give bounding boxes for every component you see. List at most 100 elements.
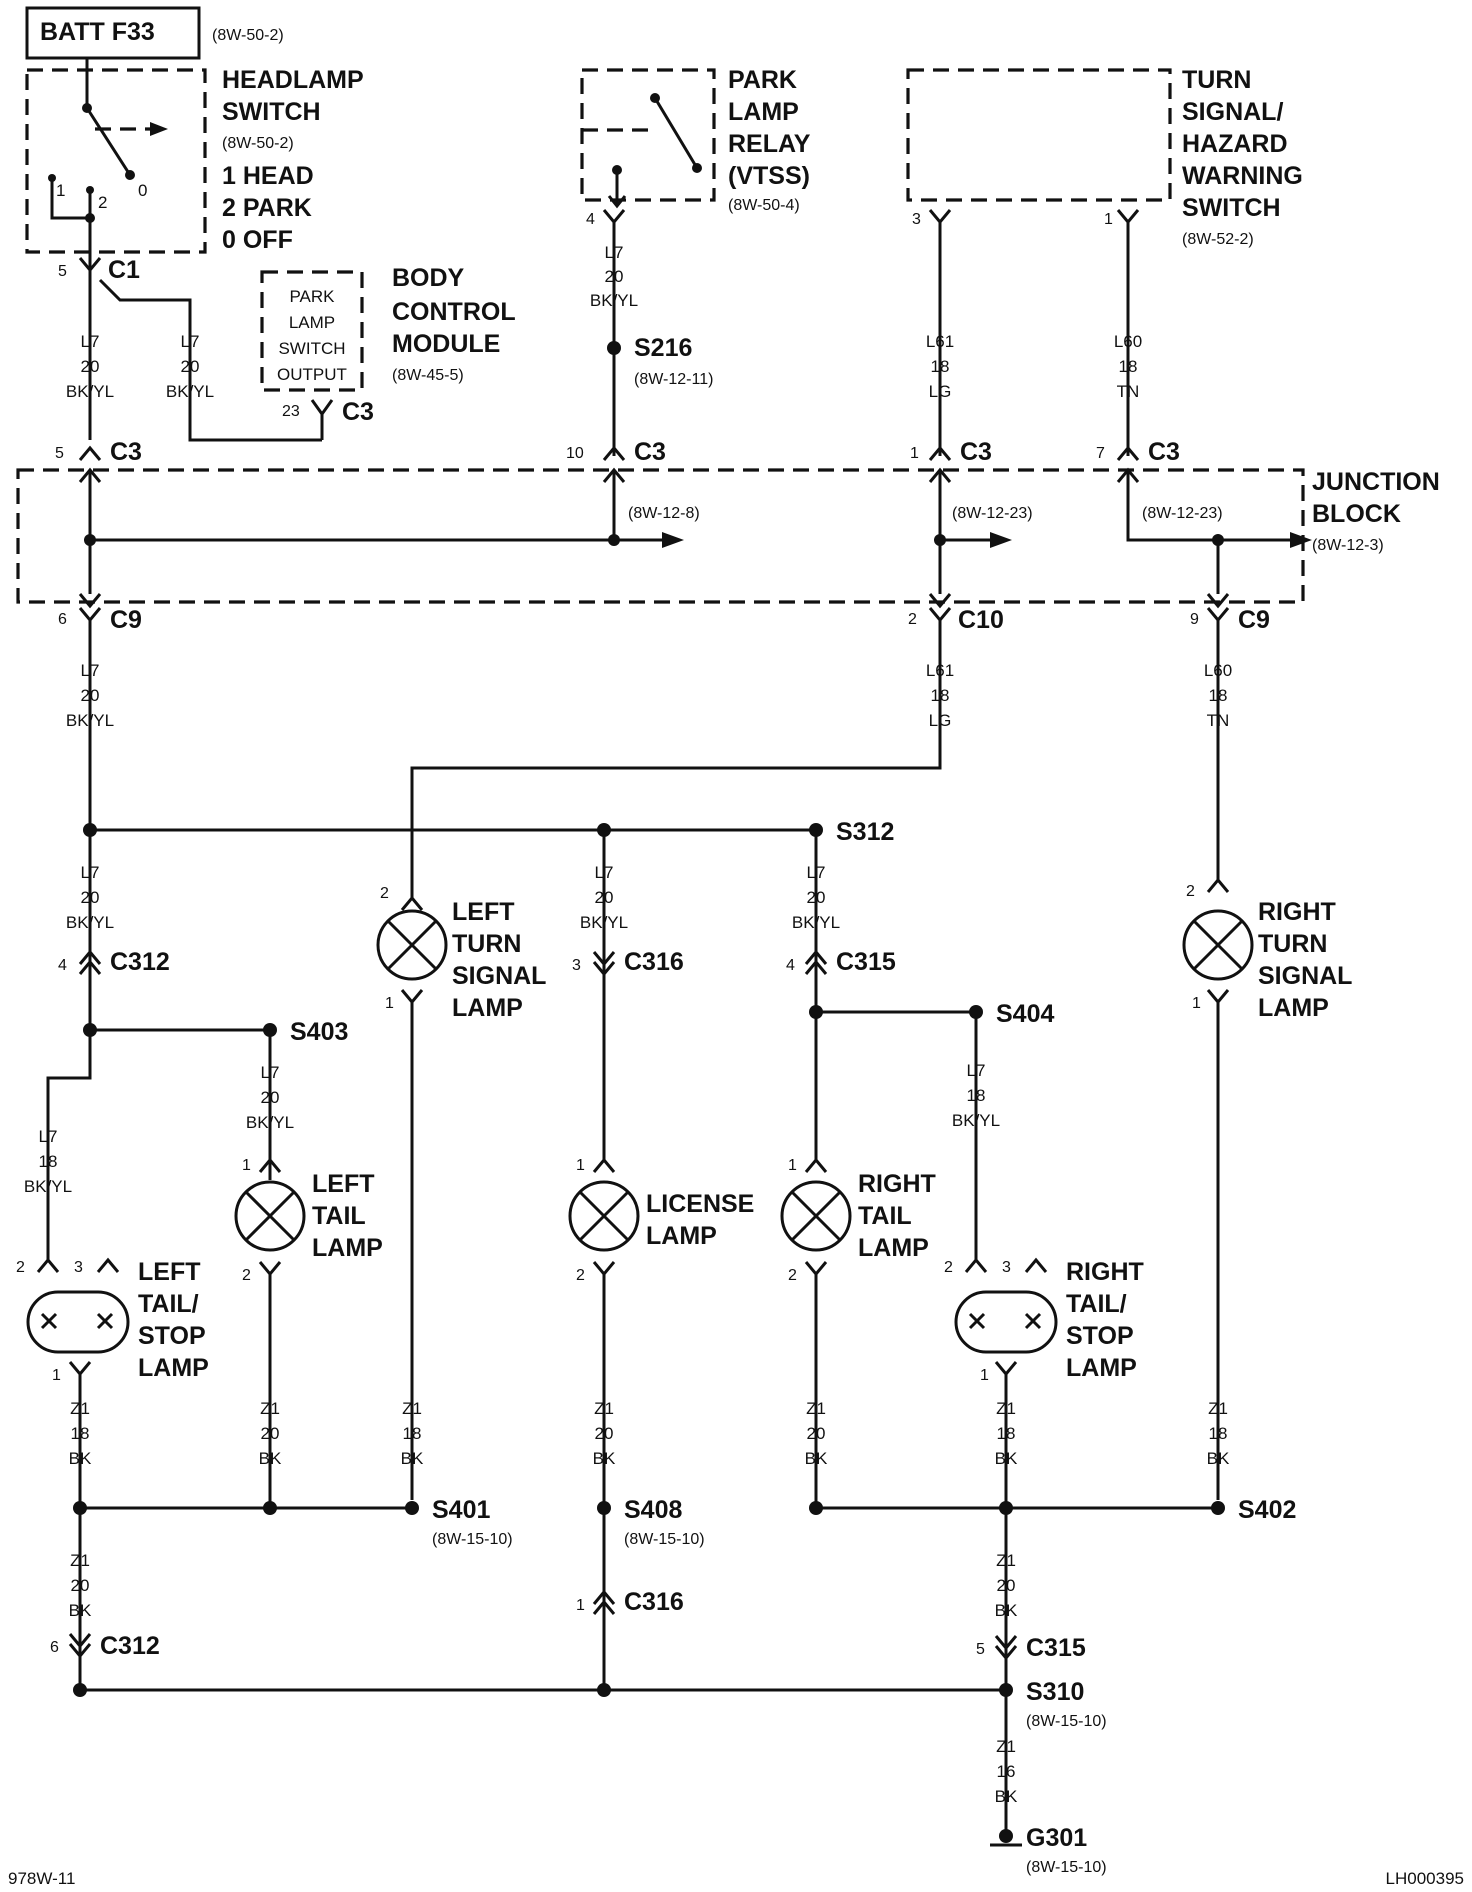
svg-text:BK: BK xyxy=(69,1601,92,1620)
wire-label-z1-20-rightbottom: Z1 20 BK xyxy=(995,1551,1018,1620)
left-tail-lamp: 1 2 LEFT TAIL LAMP xyxy=(234,1157,383,1508)
svg-text:L7: L7 xyxy=(261,1063,280,1082)
right-tail-title-2: TAIL xyxy=(858,1202,912,1230)
wire-label-z1-20-righttail: Z1 20 BK xyxy=(805,1399,828,1468)
right-tail-stop-lamp: 2 3 1 RIGHT TAIL/ STOP LAMP xyxy=(944,1257,1144,1508)
svg-text:Z1: Z1 xyxy=(996,1399,1016,1418)
svg-text:LG: LG xyxy=(929,711,952,730)
c9-label-a: C9 xyxy=(110,606,142,634)
svg-text:Z1: Z1 xyxy=(70,1551,90,1570)
c3-label-d: C3 xyxy=(1148,438,1180,466)
c316-bot-label: C316 xyxy=(624,1588,684,1616)
svg-text:Z1: Z1 xyxy=(260,1399,280,1418)
right-turn-pin-1: 1 xyxy=(1192,995,1201,1012)
svg-text:20: 20 xyxy=(81,686,100,705)
turn-switch-title-4: WARNING xyxy=(1182,162,1303,190)
c315-bot-label: C315 xyxy=(1026,1634,1086,1662)
wire-label-z1-18-rightstop: Z1 18 BK xyxy=(995,1399,1018,1468)
splice-s312: S312 xyxy=(836,818,894,846)
wire-label-l60-bottom: L60 18 TN xyxy=(1204,661,1232,730)
svg-text:LG: LG xyxy=(929,382,952,401)
left-tail-pin-2: 2 xyxy=(242,1267,251,1284)
wire-label-l7-s403: L7 20 BK/YL xyxy=(246,1063,294,1132)
svg-text:BK/YL: BK/YL xyxy=(166,382,214,401)
headlamp-switch-ref: (8W-50-2) xyxy=(222,135,294,152)
c316-top-pin: 3 xyxy=(572,957,581,974)
bcm-inner-2: LAMP xyxy=(289,313,335,332)
headlamp-switch: 1 2 0 HEADLAMP SWITCH (8W-50-2) 1 HEAD 2… xyxy=(25,58,364,284)
c3-pin-5: 5 xyxy=(55,445,64,462)
wire-label-z1-18-left: Z1 18 BK xyxy=(69,1399,92,1468)
c1-connector-label: C1 xyxy=(108,256,140,284)
left-tail-stop-pin-2: 2 xyxy=(16,1259,25,1276)
wire-label-l7-main: L7 20 BK/YL xyxy=(66,661,114,730)
c3-label-a: C3 xyxy=(110,438,142,466)
svg-text:BK/YL: BK/YL xyxy=(792,913,840,932)
c10-label: C10 xyxy=(958,606,1004,634)
svg-text:18: 18 xyxy=(1209,686,1228,705)
svg-text:20: 20 xyxy=(605,267,624,286)
contact-label-1: 1 xyxy=(56,181,65,200)
wire-headlamp-to-bcm xyxy=(98,278,322,442)
svg-text:20: 20 xyxy=(997,1576,1016,1595)
left-tail-pin-1: 1 xyxy=(242,1157,251,1174)
svg-text:Z1: Z1 xyxy=(70,1399,90,1418)
svg-text:BK/YL: BK/YL xyxy=(66,913,114,932)
svg-text:L60: L60 xyxy=(1204,661,1232,680)
svg-text:L7: L7 xyxy=(595,863,614,882)
svg-text:16: 16 xyxy=(997,1762,1016,1781)
right-tail-stop-title-4: LAMP xyxy=(1066,1354,1137,1382)
splice-s310-ref: (8W-15-10) xyxy=(1026,1713,1107,1730)
c315-top-label: C315 xyxy=(836,948,896,976)
left-tail-stop-title-2: TAIL/ xyxy=(138,1290,199,1318)
bcm-ref: (8W-45-5) xyxy=(392,367,464,384)
left-turn-pin-1: 1 xyxy=(385,995,394,1012)
svg-text:BK: BK xyxy=(259,1449,282,1468)
bcm-inner-4: OUTPUT xyxy=(277,365,347,384)
turn-switch-title-3: HAZARD xyxy=(1182,130,1288,158)
left-tail-title-3: LAMP xyxy=(312,1234,383,1262)
c3-pin-10: 10 xyxy=(566,445,584,462)
relay-title-3: RELAY xyxy=(728,130,811,158)
c316-bot-pin: 1 xyxy=(576,1597,585,1614)
svg-text:20: 20 xyxy=(807,888,826,907)
splice-s404: S404 xyxy=(996,1000,1054,1028)
turn-switch-title-1: TURN xyxy=(1182,66,1251,94)
splice-s408-ref: (8W-15-10) xyxy=(624,1531,705,1548)
svg-text:BK/YL: BK/YL xyxy=(952,1111,1000,1130)
right-tail-stop-title-2: TAIL/ xyxy=(1066,1290,1127,1318)
svg-text:L7: L7 xyxy=(39,1127,58,1146)
left-turn-title-4: LAMP xyxy=(452,994,523,1022)
right-tail-title-3: LAMP xyxy=(858,1234,929,1262)
left-tail-stop-title-4: LAMP xyxy=(138,1354,209,1382)
svg-text:L7: L7 xyxy=(81,332,100,351)
ground-ref: (8W-15-10) xyxy=(1026,1859,1107,1876)
splice-s402: S402 xyxy=(1238,1496,1296,1524)
headlamp-position-2: 2 PARK xyxy=(222,194,312,222)
svg-text:BK: BK xyxy=(401,1449,424,1468)
fuse-batt-f33: BATT F33 (8W-50-2) xyxy=(25,6,284,60)
wire-label-l7-18-left: L7 18 BK/YL xyxy=(24,1127,72,1196)
c312-bot-pin: 6 xyxy=(50,1639,59,1656)
svg-text:L61: L61 xyxy=(926,661,954,680)
left-tail-stop-pin-3: 3 xyxy=(74,1259,83,1276)
ground-g301: G301 (8W-15-10) xyxy=(990,1824,1107,1876)
bcm-title-2: CONTROL xyxy=(392,298,516,326)
bcm-inner-3: SWITCH xyxy=(278,339,345,358)
turn-switch-pin-1: 1 xyxy=(1104,211,1113,228)
svg-text:L7: L7 xyxy=(81,661,100,680)
svg-text:BK: BK xyxy=(593,1449,616,1468)
svg-text:L7: L7 xyxy=(605,243,624,262)
left-turn-title-2: TURN xyxy=(452,930,521,958)
footer-right: LH000395 xyxy=(1386,1869,1464,1888)
c9-pin-6: 6 xyxy=(58,611,67,628)
park-lamp-relay: PARK LAMP RELAY (VTSS) (8W-50-4) 4 xyxy=(580,66,811,228)
splice-s408-label: S408 xyxy=(624,1496,682,1524)
headlamp-position-0: 0 OFF xyxy=(222,226,293,254)
license-pin-1: 1 xyxy=(576,1157,585,1174)
wire-label-l61-top: L61 18 LG xyxy=(926,332,954,401)
c9-label-b: C9 xyxy=(1238,606,1270,634)
svg-text:Z1: Z1 xyxy=(996,1551,1016,1570)
c9-pin-9: 9 xyxy=(1190,611,1199,628)
